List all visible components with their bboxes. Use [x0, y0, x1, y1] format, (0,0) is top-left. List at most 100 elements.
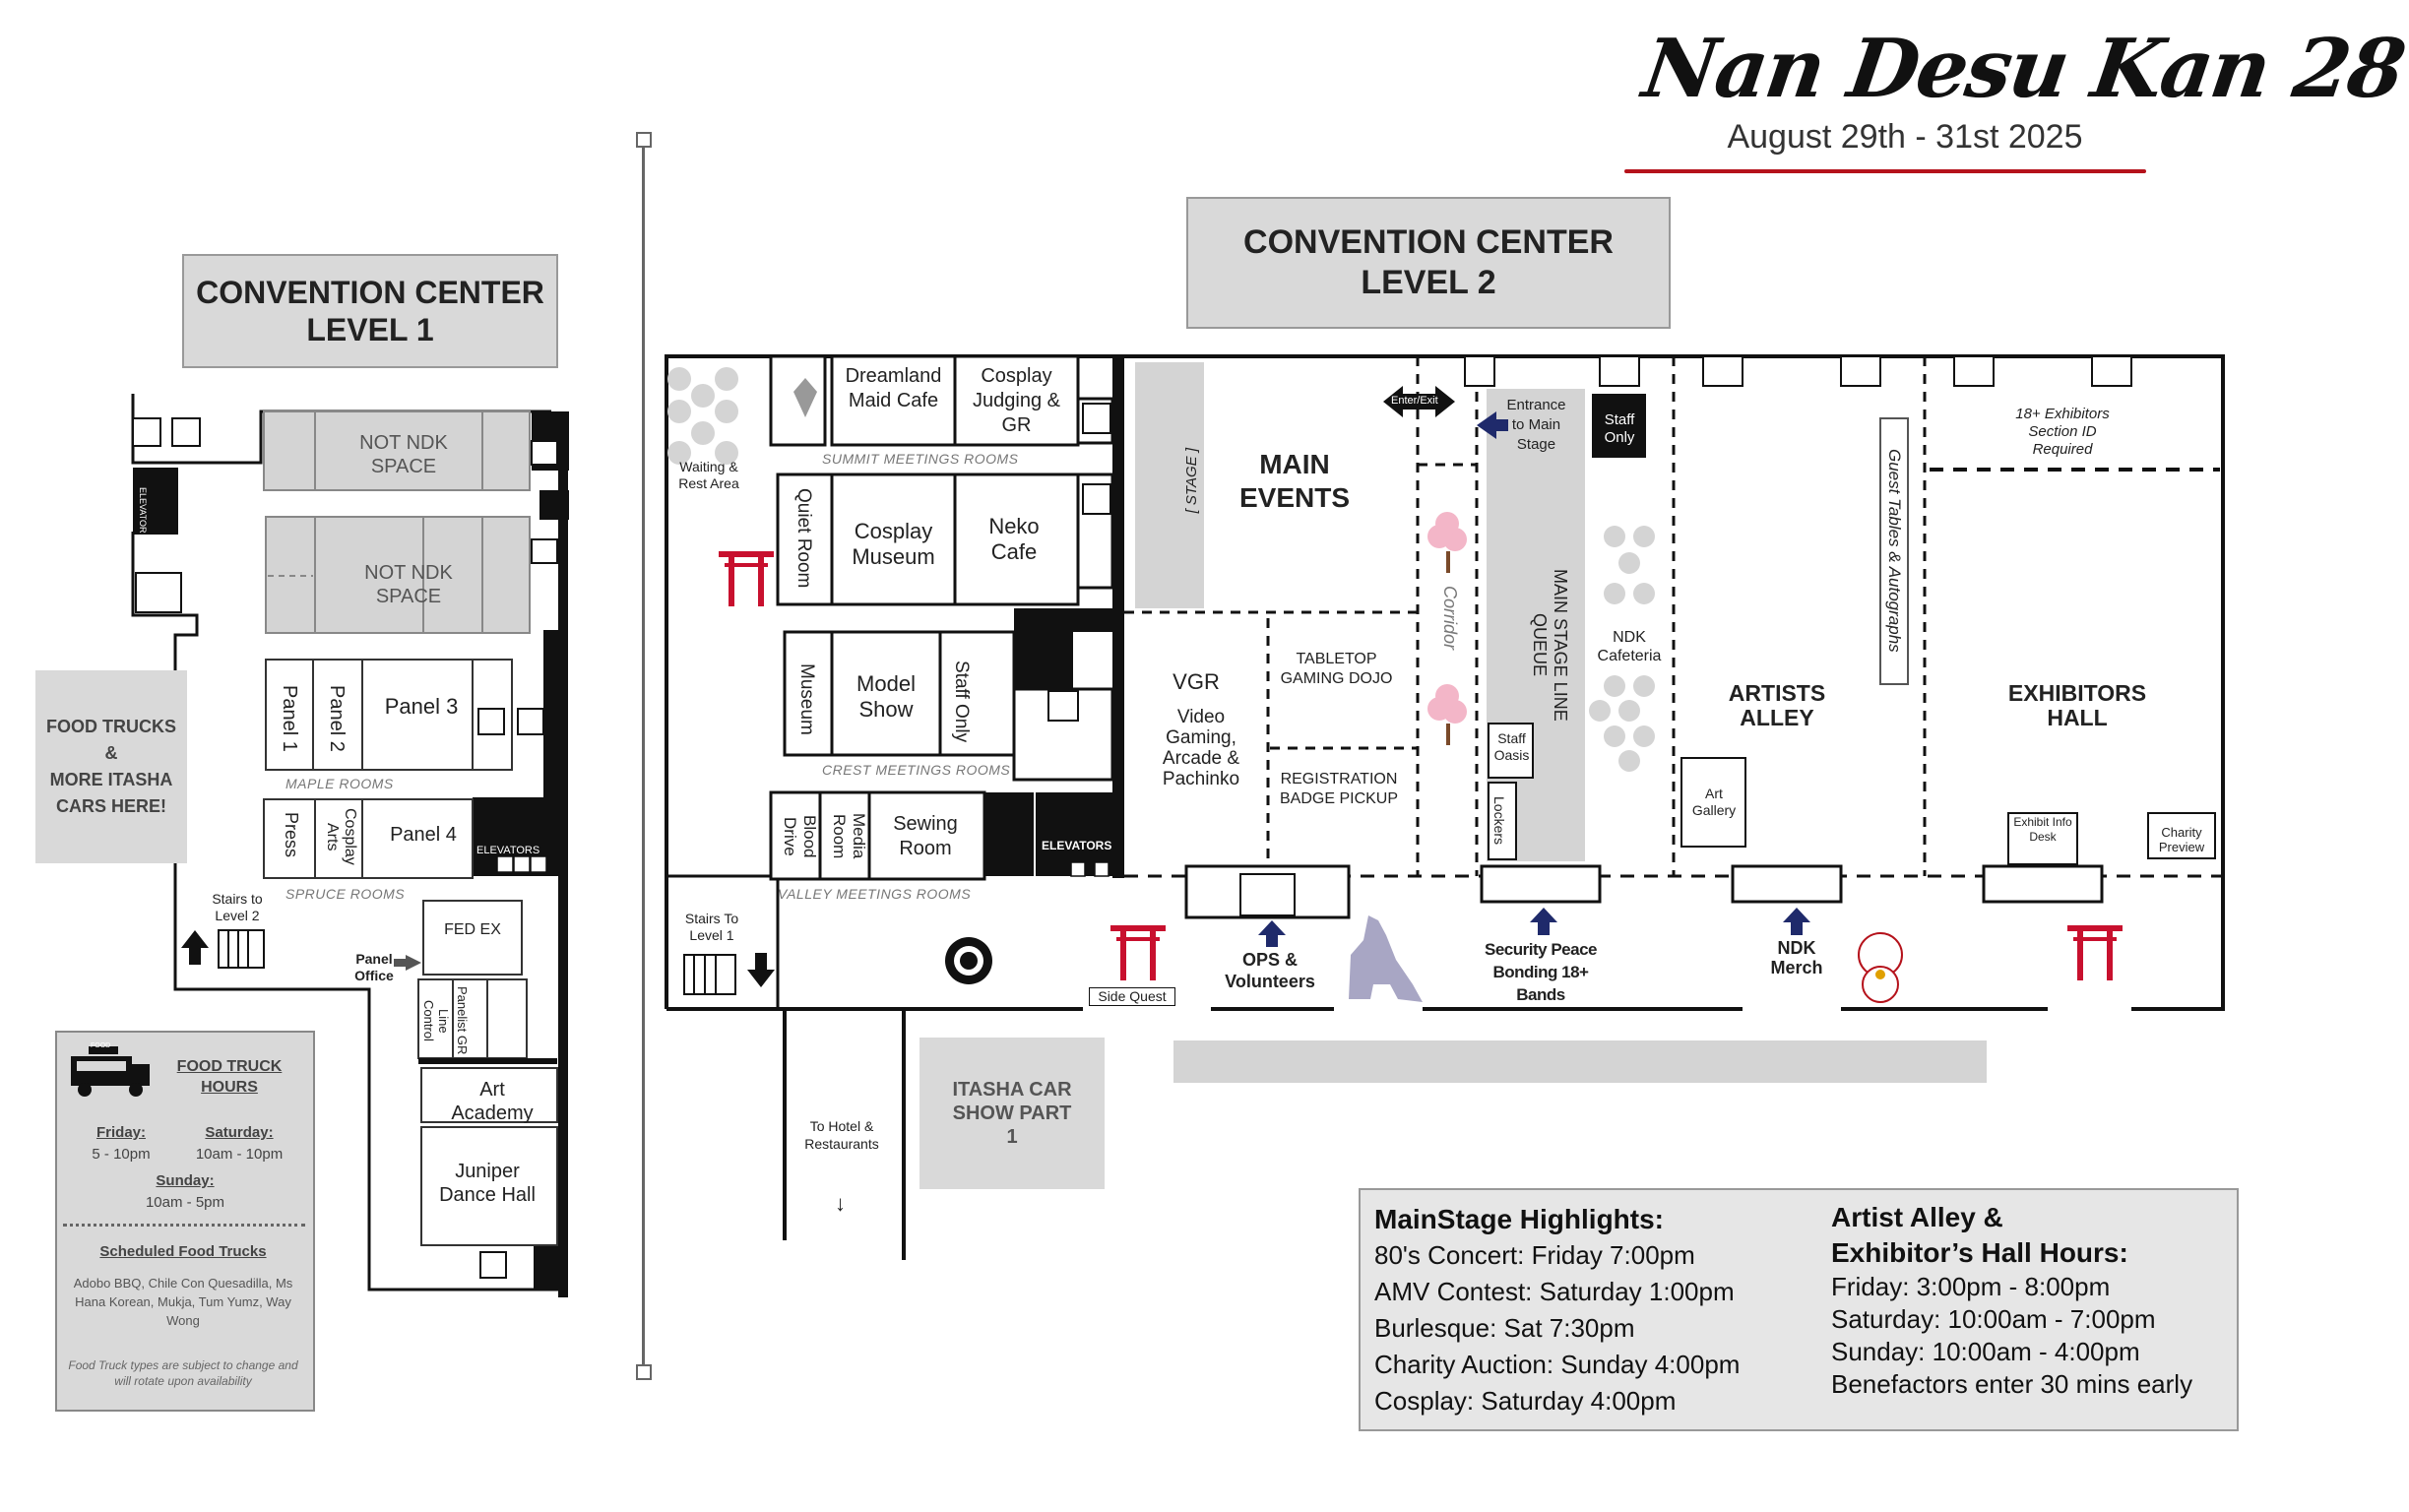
- media-room: Media Room: [830, 813, 868, 859]
- food-truck-hours-panel: FOOD FOOD TRUCK HOURS Friday: 5 - 10pm S…: [55, 1031, 315, 1412]
- hall-hours-item: Friday: 3:00pm - 8:00pm: [1831, 1272, 2111, 1301]
- food-trucks-area: FOOD TRUCKS & MORE ITASHA CARS HERE!: [35, 670, 187, 863]
- mainstage-highlights: MainStage Highlights: 80's Concert: Frid…: [1374, 1202, 1740, 1419]
- staff-only-room: Staff Only: [951, 660, 972, 743]
- scheduled-food-trucks-list: Adobo BBQ, Chile Con Quesadilla, Ms Hana…: [73, 1276, 293, 1328]
- to-hotel-restaurants: To Hotel & Restaurants: [804, 1118, 879, 1152]
- staff-only-box: Staff Only: [1604, 411, 1635, 446]
- food-truck-icon: [71, 1046, 150, 1097]
- torii-gate-icon-1: [719, 551, 774, 606]
- hall-hours-item: Benefactors enter 30 mins early: [1831, 1369, 2193, 1399]
- level2-floorplan: [665, 354, 2225, 1260]
- museum-room: Museum: [796, 662, 817, 735]
- food-hours-divider: [63, 1224, 305, 1227]
- torii-gate-icon-3: [2067, 925, 2123, 980]
- vgr-description: Video Gaming, Arcade & Pachinko: [1162, 707, 1240, 789]
- saturday-label: Saturday:: [205, 1124, 274, 1141]
- cherry-tree-icon-2: [1427, 684, 1467, 745]
- enter-exit: Enter/Exit: [1391, 395, 1438, 407]
- level1-title-line2: LEVEL 1: [306, 312, 434, 347]
- fed-ex: FED EX: [444, 921, 501, 938]
- spruce-rooms: SPRUCE ROOMS: [285, 886, 406, 902]
- exhibitors-hall: EXHIBITORS HALL: [2007, 680, 2147, 730]
- food-trucks-line4: CARS HERE!: [55, 796, 166, 816]
- level2-elevators: ELEVATORS: [1042, 839, 1112, 852]
- side-quest[interactable]: Side Quest: [1089, 987, 1175, 1006]
- mainstage-item: AMV Contest: Saturday 1:00pm: [1374, 1277, 1735, 1306]
- food-truck-sign: FOOD: [91, 1042, 111, 1049]
- level1-title: CONVENTION CENTER LEVEL 1: [182, 254, 558, 368]
- saturday-hours: 10am - 10pm: [195, 1146, 284, 1163]
- ndk-merch: NDK Merch: [1770, 938, 1823, 977]
- level2-title-line2: LEVEL 2: [1361, 264, 1496, 301]
- neko-cafe: Neko Cafe: [988, 514, 1040, 565]
- hall-hours-title-2: Exhibitor’s Hall Hours:: [1831, 1237, 2128, 1268]
- itasha-label: ITASHA CAR SHOW PART 1: [952, 1079, 1072, 1148]
- panel-1: Panel 1: [279, 685, 300, 752]
- cherry-tree-icon-1: [1427, 512, 1467, 573]
- food-truck-hours-title: FOOD TRUCK HOURS: [156, 1056, 303, 1098]
- mainstage-item: 80's Concert: Friday 7:00pm: [1374, 1240, 1695, 1270]
- level1-floorplan: [131, 394, 569, 1297]
- security-peace-bonding: Security Peace Bonding 18+ Bands: [1485, 940, 1597, 1004]
- divider-handle-bottom[interactable]: [636, 1364, 652, 1380]
- hall-hours-item: Saturday: 10:00am - 7:00pm: [1831, 1304, 2156, 1334]
- hall-hours: Artist Alley & Exhibitor’s Hall Hours: F…: [1831, 1200, 2192, 1401]
- not-ndk-space-2: NOT NDK SPACE: [364, 562, 453, 607]
- juniper-dance-hall: Juniper Dance Hall: [439, 1161, 536, 1206]
- line-control: Line Control: [421, 1000, 451, 1041]
- scheduled-food-trucks-title: Scheduled Food Trucks: [99, 1243, 267, 1260]
- level1-title-line1: CONVENTION CENTER: [196, 274, 544, 310]
- cosplay-arts-room: Cosplay Arts: [324, 808, 358, 865]
- food-trucks-line3: MORE ITASHA: [49, 770, 173, 789]
- artists-alley: ARTISTS ALLEY: [1728, 680, 1826, 730]
- down-arrow-icon: ↓: [835, 1191, 846, 1216]
- event-dates: August 29th - 31st 2025: [1727, 118, 2083, 156]
- itasha-car-show: ITASHA CAR SHOW PART 1: [919, 1038, 1105, 1189]
- mainstage-title: MainStage Highlights:: [1374, 1204, 1664, 1234]
- friday-hours: 5 - 10pm: [92, 1146, 151, 1163]
- elevator-small-label: ELEVATOR: [138, 487, 148, 534]
- mainstage-item: Charity Auction: Sunday 4:00pm: [1374, 1350, 1741, 1379]
- hall-hours-title-1: Artist Alley &: [1831, 1202, 2003, 1232]
- not-ndk-space-1: NOT NDK SPACE: [359, 432, 448, 477]
- hall-hours-item: Sunday: 10:00am - 4:00pm: [1831, 1337, 2140, 1366]
- ndk-cafeteria: NDK Cafeteria: [1597, 629, 1662, 665]
- blood-drive: Blood Drive: [781, 814, 819, 858]
- model-show: Model Show: [856, 671, 916, 723]
- panelist-gr: Panelist GR: [455, 986, 470, 1055]
- stage-label: [ STAGE ]: [1183, 448, 1200, 514]
- entrance-main-stage: Entrance to Main Stage: [1506, 397, 1566, 453]
- staff-oasis: Staff Oasis: [1493, 730, 1530, 763]
- panel-2: Panel 2: [326, 685, 348, 752]
- press-room: Press: [282, 812, 301, 858]
- food-trucks-line2: &: [104, 743, 118, 763]
- registration-badge-pickup: REGISTRATION BADGE PICKUP: [1279, 771, 1399, 807]
- level-divider-line: [642, 138, 645, 1370]
- friday-label: Friday:: [95, 1124, 146, 1141]
- stairs-to-level-2: Stairs to Level 2: [212, 891, 263, 923]
- level2-title-line1: CONVENTION CENTER: [1243, 223, 1614, 262]
- art-gallery: Art Gallery: [1691, 786, 1737, 818]
- sewing-room: Sewing Room: [893, 813, 958, 859]
- divider-handle-top[interactable]: [636, 132, 652, 148]
- vgr: VGR: [1173, 669, 1220, 694]
- food-trucks-line1: FOOD TRUCKS: [46, 717, 176, 736]
- exhibit-info-desk: Exhibit Info Desk: [2013, 815, 2072, 844]
- title-underline: [1624, 169, 2146, 173]
- mainstage-item: Cosplay: Saturday 4:00pm: [1374, 1386, 1677, 1416]
- quiet-room: Quiet Room: [793, 488, 814, 589]
- stairs-to-level-1: Stairs To Level 1: [684, 911, 739, 943]
- sunday-hours: 10am - 5pm: [145, 1194, 225, 1211]
- panel-3: Panel 3: [384, 694, 459, 719]
- summit-meetings-rooms: SUMMIT MEETINGS ROOMS: [822, 451, 1019, 467]
- waiting-rest-area: Waiting & Rest Area: [678, 459, 739, 491]
- dreamland-maid-cafe: Dreamland Maid Cafe: [845, 365, 942, 411]
- crest-meetings-rooms: CREST MEETINGS ROOMS: [822, 762, 1011, 778]
- food-truck-hours-title-1: FOOD TRUCK: [176, 1058, 283, 1075]
- exhibitors-18-section: 18+ Exhibitors Section ID Required: [2015, 406, 2110, 458]
- cosplay-judging-gr: Cosplay Judging & GR: [973, 365, 1060, 436]
- level2-title: CONVENTION CENTER LEVEL 2: [1186, 197, 1671, 329]
- main-stage-line-queue: MAIN STAGE LINE QUEUE: [1530, 568, 1570, 722]
- schedule-panel: MainStage Highlights: 80's Concert: Frid…: [1359, 1188, 2239, 1431]
